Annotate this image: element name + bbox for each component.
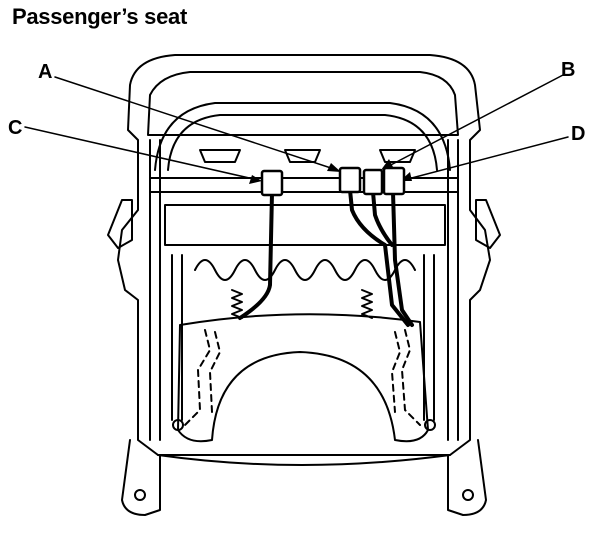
hidden-wire-right (401, 329, 421, 426)
connector-c (260, 169, 284, 197)
callout-c: C (8, 117, 22, 139)
connector-b (362, 168, 384, 196)
hidden-wire-left (184, 329, 211, 426)
leader-line-c (24, 126, 259, 181)
callout-d: D (571, 123, 585, 145)
upper-tube (154, 102, 451, 171)
leader-line-a (54, 76, 338, 171)
seat-bottom-bar (157, 454, 451, 466)
leader-line-d (403, 136, 569, 181)
center-plate (164, 204, 446, 246)
coil-spring-right (361, 289, 373, 319)
arrowhead-a (327, 163, 341, 172)
connector-d (382, 166, 406, 196)
left-leg (121, 439, 161, 516)
connector-a (338, 166, 362, 194)
diagram-title: Passenger’s seat (12, 4, 187, 29)
harness-b (371, 190, 394, 247)
seat-frame-outer (117, 54, 491, 456)
callout-a: A (38, 61, 52, 83)
zigzag-spring (194, 259, 416, 281)
harness-a (348, 188, 410, 327)
harness-c (238, 191, 274, 320)
harness-d (391, 190, 414, 327)
leader-line-b (384, 74, 564, 169)
seat-frame-inner (147, 71, 459, 136)
arrowhead-c (249, 175, 262, 184)
cushion-pan (177, 313, 429, 443)
right-leg (447, 439, 487, 516)
callout-b: B (561, 59, 575, 81)
coil-spring-left (231, 289, 243, 319)
